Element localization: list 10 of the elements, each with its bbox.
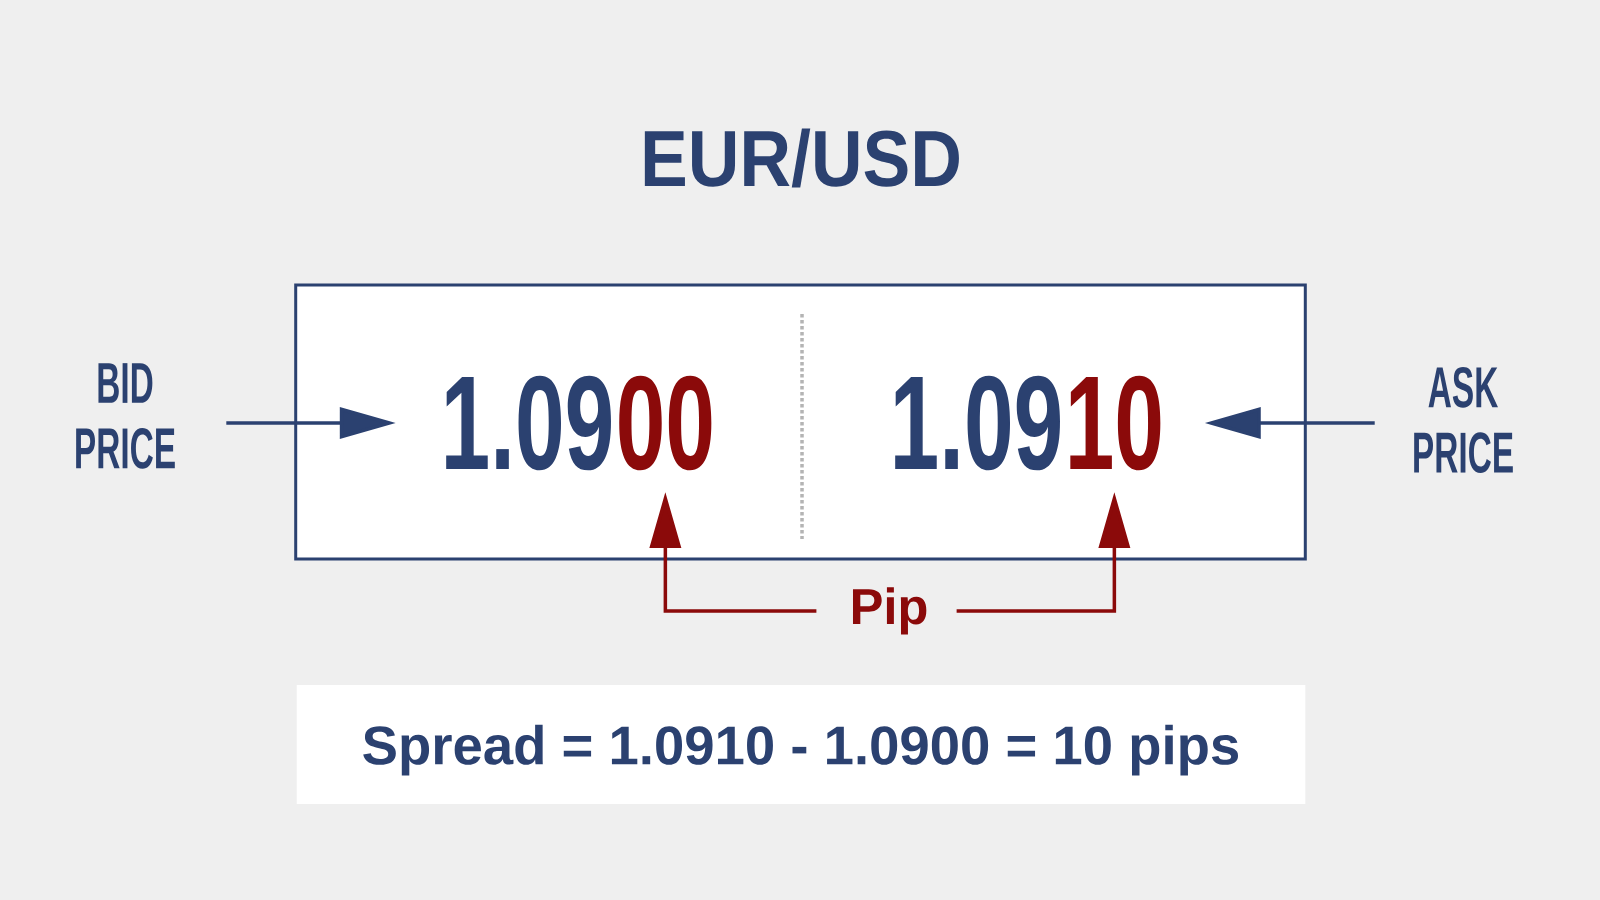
- equation-box: Spread = 1.0910 - 1.0900 = 10 pips: [296, 685, 1306, 805]
- pip-digits: 00: [619, 375, 712, 471]
- title: EUR/USD: [644, 128, 959, 188]
- price-label: ASK PRICE: [1414, 366, 1513, 474]
- price-number: 1.09: [446, 375, 611, 471]
- pip-digits: 10: [1070, 375, 1161, 471]
- quote-box: [294, 283, 1307, 561]
- price-label: BID PRICE: [76, 363, 175, 469]
- price-number: 1.09: [895, 375, 1060, 471]
- pip-label: Pip: [853, 587, 927, 635]
